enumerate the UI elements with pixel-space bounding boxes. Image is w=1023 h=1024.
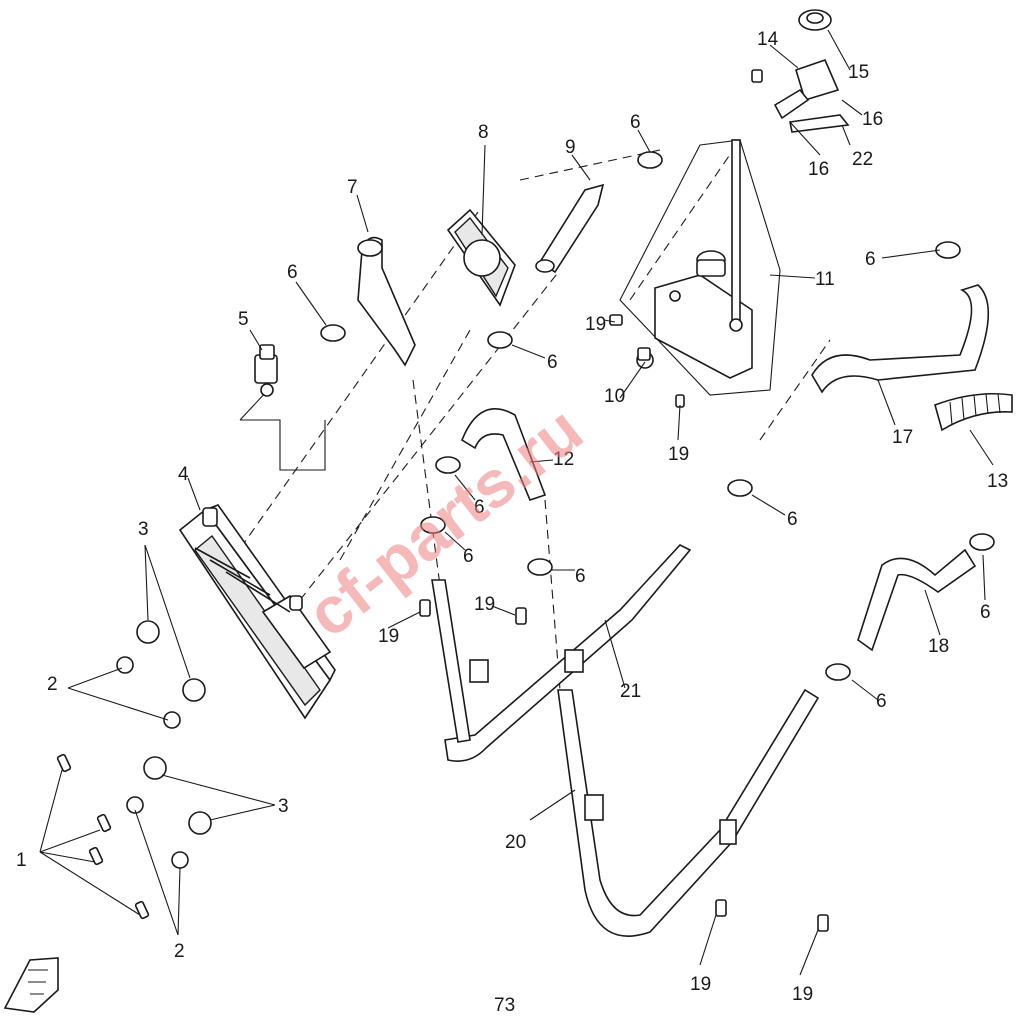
callout-3: 3 (138, 519, 149, 540)
callout-6: 6 (463, 546, 474, 567)
callout-3: 3 (278, 796, 289, 817)
cooling-fan (446, 208, 516, 307)
callout-19: 19 (690, 974, 711, 995)
hose-clamps (320, 151, 995, 681)
callout-6: 6 (980, 602, 991, 623)
callout-2: 2 (174, 941, 185, 962)
callout-10: 10 (604, 386, 625, 407)
hose-9 (535, 183, 605, 274)
callout-6: 6 (787, 509, 798, 530)
callout-2: 2 (47, 674, 58, 695)
thermo-switch (254, 344, 278, 397)
callout-6: 6 (575, 566, 586, 587)
callout-19: 19 (585, 314, 606, 335)
callout-6: 6 (287, 262, 298, 283)
callout-14: 14 (757, 29, 779, 50)
callout-16: 16 (862, 109, 883, 130)
filler-neck (751, 9, 850, 133)
page-number: 73 (494, 995, 515, 1016)
hose-17 (811, 284, 990, 394)
callout-8: 8 (478, 122, 489, 143)
callout-19: 19 (668, 444, 689, 465)
hose-18 (857, 548, 977, 652)
callout-20: 20 (505, 832, 526, 853)
callout-21: 21 (620, 681, 641, 702)
callout-11: 11 (815, 269, 835, 290)
callout-5: 5 (238, 309, 249, 330)
hose-12 (461, 408, 547, 501)
callout-1: 1 (16, 850, 27, 871)
callout-16: 16 (808, 159, 829, 180)
callout-numbers: 1 2 2 3 3 4 5 6 7 8 9 6 6 11 6 19 10 19 … (16, 29, 1008, 1005)
callout-22: 22 (852, 149, 873, 170)
pipe-21 (431, 544, 692, 762)
callout-leaders (39, 29, 994, 976)
callout-7: 7 (347, 177, 358, 198)
radiator (178, 504, 336, 720)
callout-6: 6 (865, 249, 876, 270)
hose-7 (357, 236, 416, 367)
callout-6: 6 (474, 497, 485, 518)
hardware (56, 314, 829, 932)
callout-6: 6 (547, 352, 558, 373)
corrugated-hose (934, 392, 1013, 432)
callout-9: 9 (565, 137, 576, 158)
pipe-20 (557, 688, 820, 937)
callout-18: 18 (928, 636, 949, 657)
callout-15: 15 (848, 62, 869, 83)
callout-19: 19 (378, 626, 399, 647)
callout-13: 13 (987, 471, 1008, 492)
callout-17: 17 (892, 427, 913, 448)
callout-4: 4 (178, 464, 189, 485)
callout-19: 19 (474, 594, 495, 615)
callout-19: 19 (792, 984, 813, 1005)
callout-6: 6 (876, 691, 887, 712)
callout-12: 12 (553, 449, 574, 470)
expansion-tank (654, 139, 753, 379)
callout-6: 6 (630, 112, 641, 133)
front-direction-arrow-icon (3, 957, 59, 1013)
